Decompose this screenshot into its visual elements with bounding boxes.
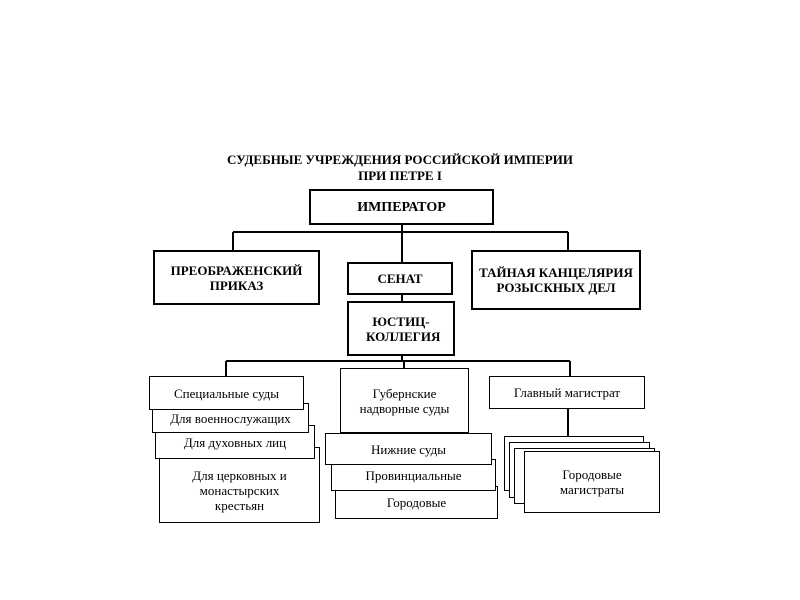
city-courts-label: Городовые (386, 495, 447, 510)
secret-chancellery-box: ТАЙНАЯ КАНЦЕЛЯРИЯ РОЗЫСКНЫХ ДЕЛ (471, 250, 641, 310)
peasants-courts-label: Для церковных и монастырских крестьян (192, 467, 287, 513)
special-courts-label: Специальные суды (174, 385, 279, 401)
chief-magistrate-box: Главный магистрат (489, 376, 645, 409)
military-courts-label: Для военнослужащих (170, 410, 291, 426)
clergy-courts-label: Для духовных лиц (183, 434, 287, 450)
provincial-courts-box: Губернские надворные суды (340, 368, 469, 433)
peasants-courts-box: Для церковных и монастырских крестьян (159, 447, 320, 523)
secret-chancellery-label: ТАЙНАЯ КАНЦЕЛЯРИЯ РОЗЫСКНЫХ ДЕЛ (479, 265, 633, 295)
lower-courts-label: Нижние суды (371, 441, 446, 457)
city-magistrates-box: Городовые магистраты (524, 451, 660, 513)
preobrazhensky-label: ПРЕОБРАЖЕНСКИЙ ПРИКАЗ (170, 262, 303, 293)
diagram-title-line-1: СУДЕБНЫЕ УЧРЕЖДЕНИЯ РОССИЙСКОЙ ИМПЕРИИ (227, 152, 573, 167)
senate-box: СЕНАТ (347, 262, 453, 295)
emperor-label: ИМПЕРАТОР (357, 199, 446, 215)
special-courts-box: Специальные суды (149, 376, 304, 410)
justice-collegium-box: ЮСТИЦ-КОЛЛЕГИЯ (347, 301, 455, 356)
provincial-courts-label: Губернские надворные суды (359, 385, 450, 416)
city-magistrates-label: Городовые магистраты (559, 467, 625, 497)
emperor-box: ИМПЕРАТОР (309, 189, 494, 225)
chief-magistrate-label: Главный магистрат (513, 385, 621, 400)
preobrazhensky-box: ПРЕОБРАЖЕНСКИЙ ПРИКАЗ (153, 250, 320, 305)
lower-courts-box: Нижние суды (325, 433, 492, 465)
justice-collegium-label: ЮСТИЦ-КОЛЛЕГИЯ (366, 313, 441, 344)
senate-label: СЕНАТ (377, 271, 423, 286)
diagram-title-line-2: ПРИ ПЕТРЕ I (358, 168, 442, 183)
city-courts-box: Городовые (335, 486, 498, 519)
provincial-lower-courts-label: Провинциальные (365, 467, 462, 483)
